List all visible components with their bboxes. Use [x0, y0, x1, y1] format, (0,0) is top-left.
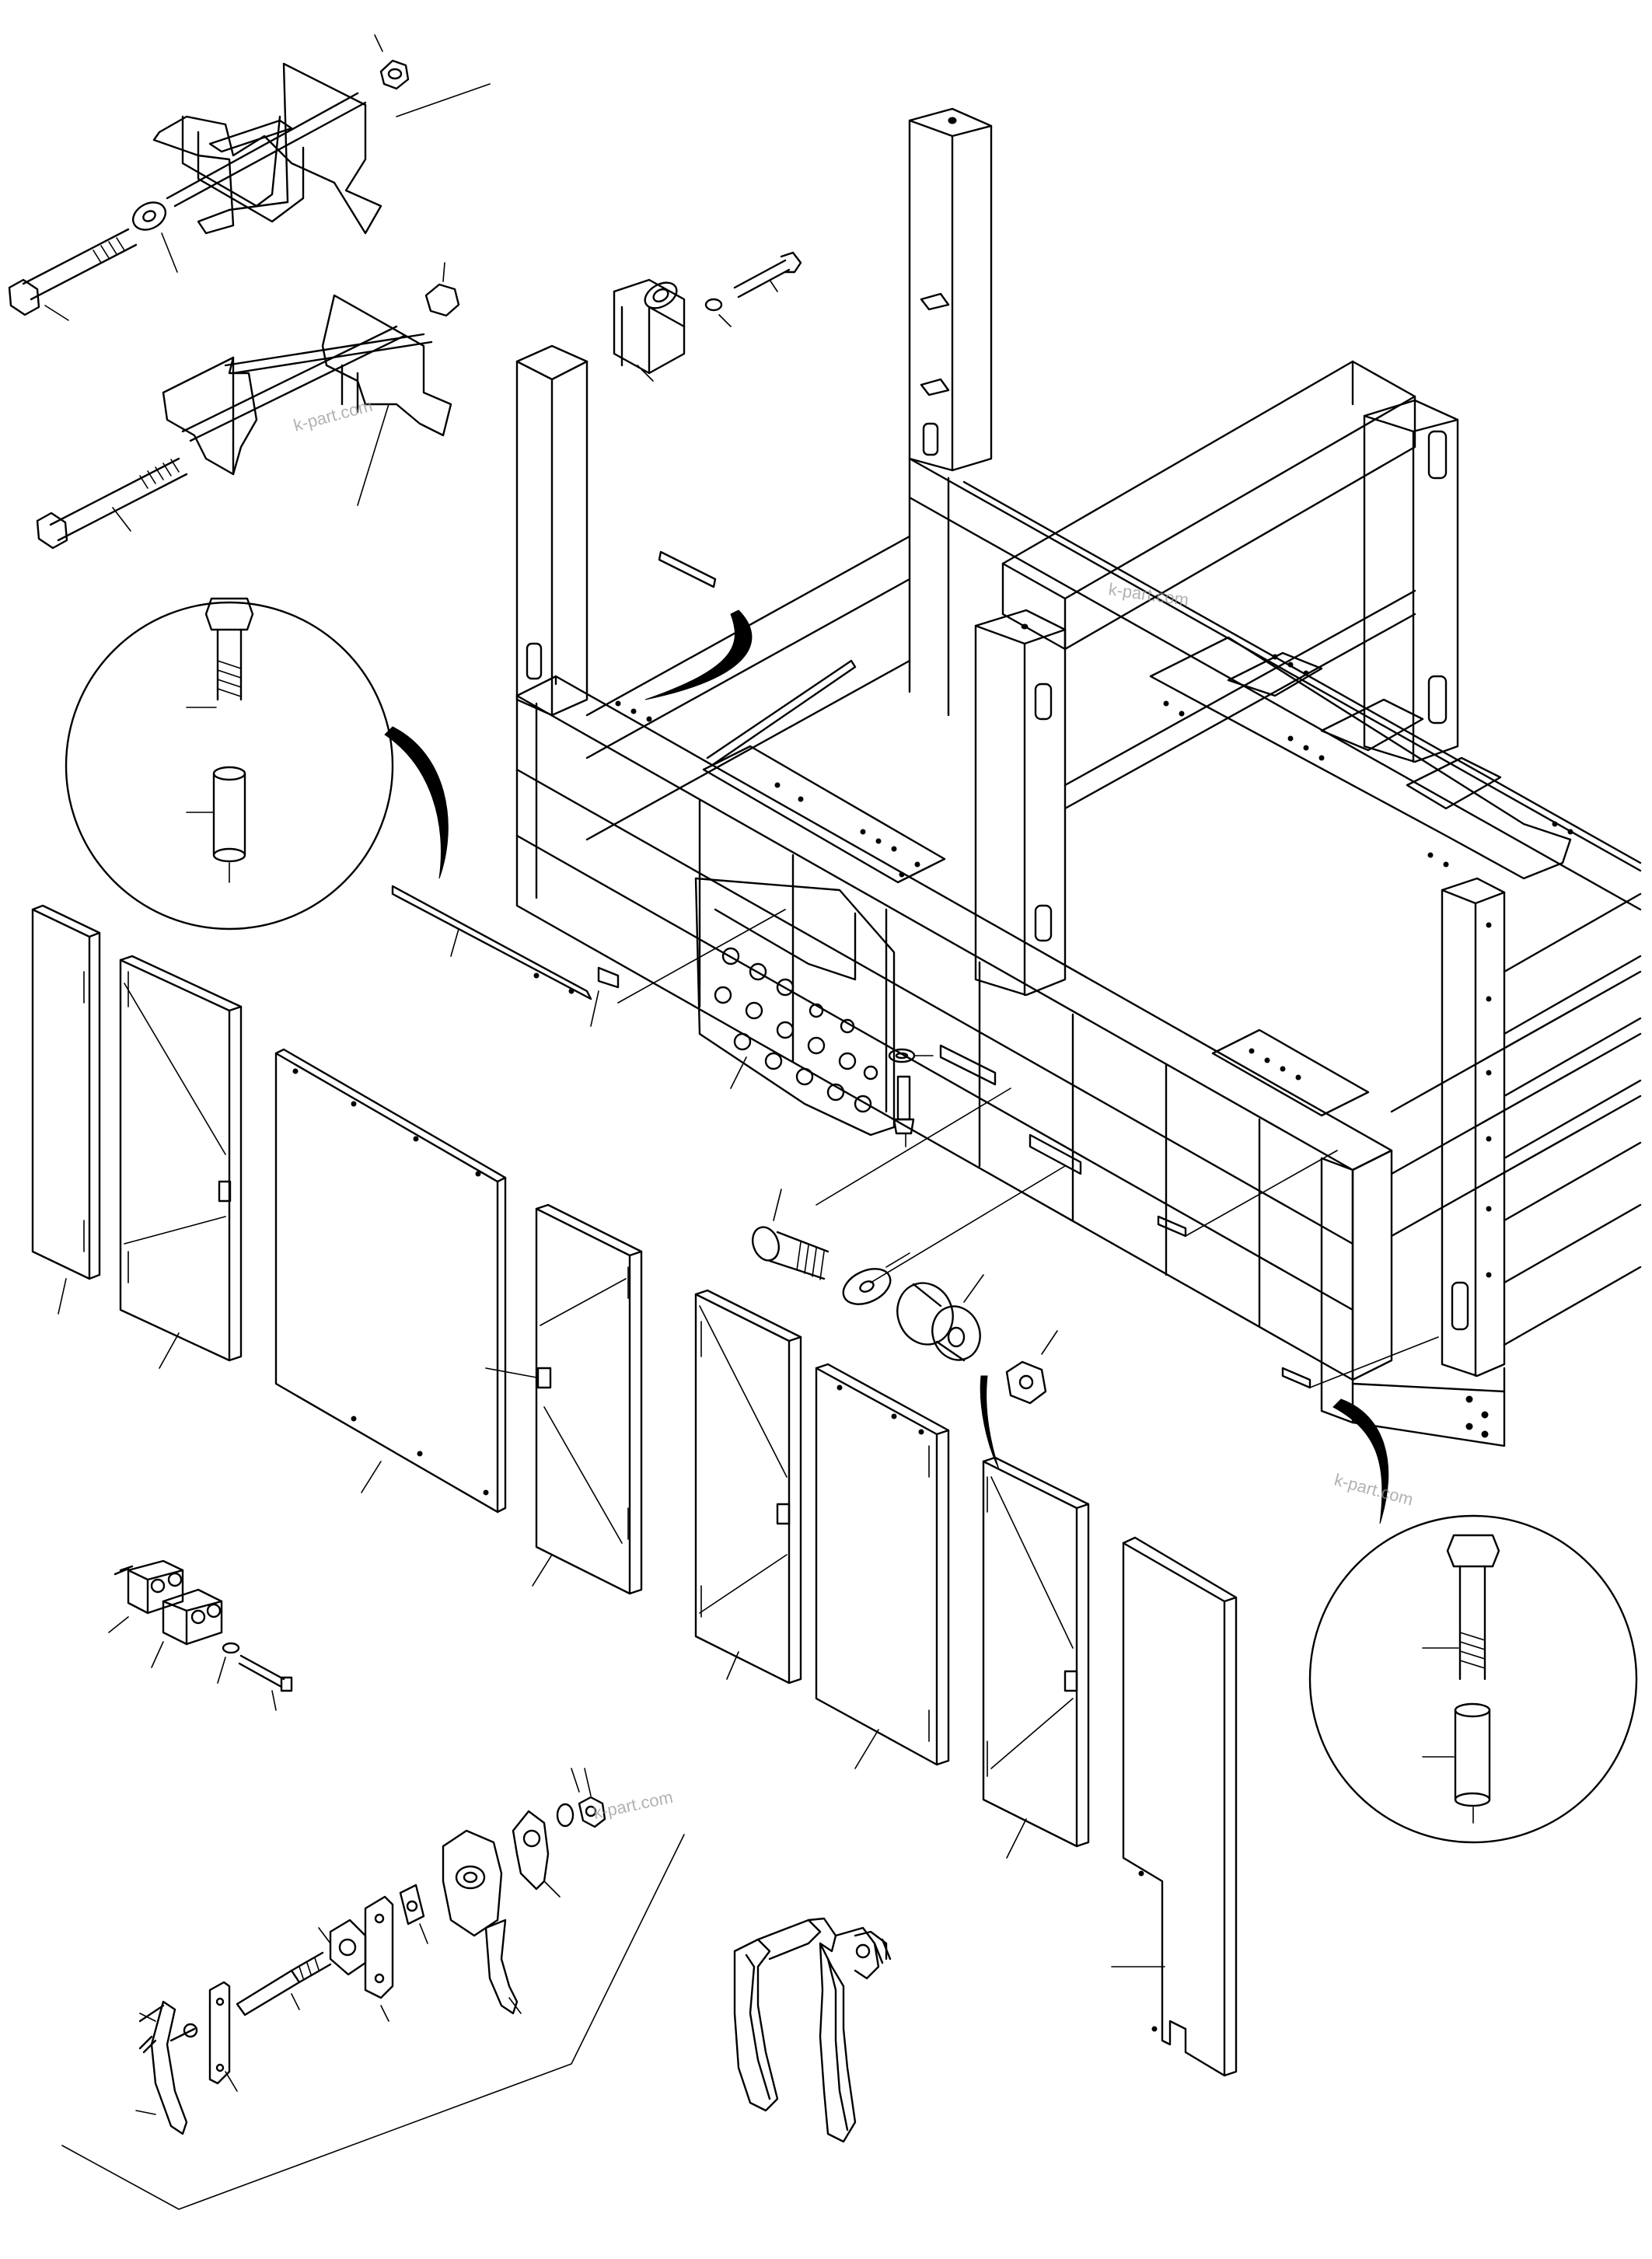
side-panel-narrow-2	[815, 1363, 950, 1769]
main-frame	[384, 107, 1642, 1524]
detail-circle-left	[65, 597, 394, 930]
isolator-mount-set	[751, 1189, 1058, 1405]
attach-arrow-isolator	[980, 1375, 1000, 1470]
latch-handle-assembled	[733, 1917, 892, 2143]
u-clamp-bolt-assembly-upper	[8, 34, 491, 321]
door-panel-4	[982, 1456, 1090, 1859]
watermark-3: k-part.com	[1332, 1470, 1416, 1510]
detail-circle-right	[1308, 1514, 1638, 1844]
large-cover-panel	[274, 1048, 507, 1514]
watermark-1: k-part.com	[292, 396, 375, 435]
plate-bolt-and-washer	[888, 1048, 934, 1147]
door-panel-2	[485, 1203, 643, 1595]
mounting-plate	[694, 877, 896, 1136]
door-panel-3	[694, 1289, 802, 1685]
door-panel-1	[119, 955, 243, 1369]
u-clamp-bolt-assembly-lower	[36, 262, 460, 550]
hinge-block-set	[108, 1559, 293, 1711]
tall-end-panel	[1111, 1536, 1238, 2077]
side-panel-narrow-1	[31, 904, 101, 1315]
pivot-bracket-with-bolt	[613, 251, 802, 382]
latch-handle-assembly	[61, 1768, 685, 2210]
watermark-4: k-part.com	[592, 1787, 675, 1823]
